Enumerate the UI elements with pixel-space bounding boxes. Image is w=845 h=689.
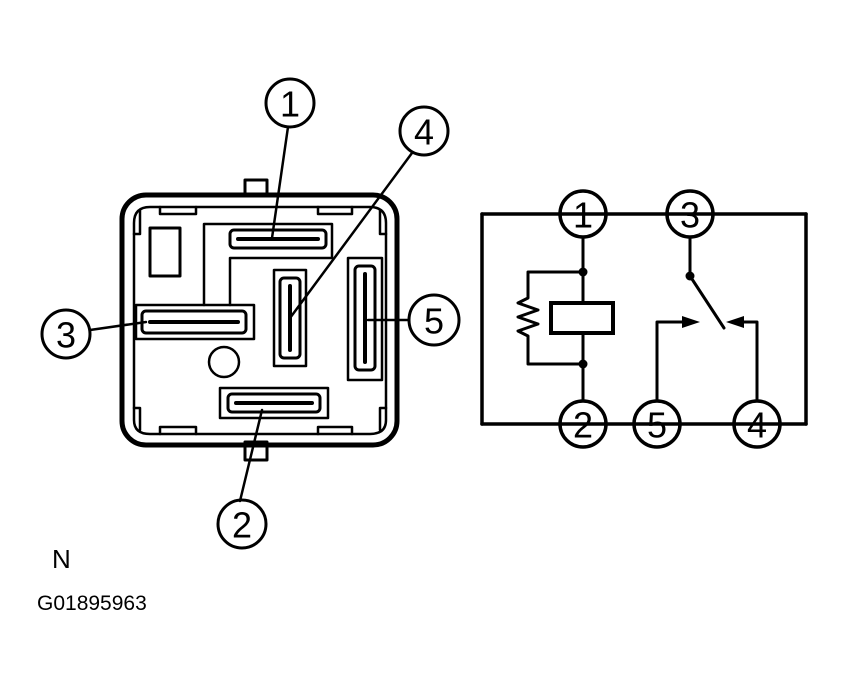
schematic-pin-1: 1: [558, 189, 608, 239]
relay-key-block: [148, 226, 182, 278]
schematic-pin-5: 5: [632, 399, 682, 449]
relay-notch: [132, 406, 142, 432]
terminal-2-blade: [226, 392, 322, 414]
terminal-4-housing: [272, 268, 308, 368]
schematic-pin-label: 5: [647, 405, 667, 446]
terminal-housing: [202, 222, 334, 307]
schematic-pin-2: 2: [558, 399, 608, 449]
leader-line-3: [88, 320, 148, 332]
relay-notch: [316, 205, 354, 216]
relay-notch: [158, 425, 198, 436]
contact-5-wire: [655, 320, 688, 402]
pin-callout-label: 3: [56, 315, 76, 356]
relay-schematic: 1 3 2 5 4: [480, 189, 808, 449]
pin-callout-3: 3: [40, 308, 92, 360]
switch-blade: [688, 274, 726, 330]
view-letter: N: [52, 544, 71, 574]
schematic-pin-label: 4: [747, 405, 767, 446]
terminal-2-housing: [218, 386, 330, 420]
leader-line-2: [238, 408, 264, 503]
relay-body-inner: [132, 205, 388, 436]
relay-notch: [378, 406, 388, 432]
resistor-branch: [516, 270, 585, 366]
pin-callout-label: 4: [414, 112, 434, 153]
relay-notch: [316, 425, 354, 436]
terminal-3-housing: [134, 303, 256, 341]
terminal-5-blade: [353, 264, 377, 372]
contact-4-arrow: [726, 316, 744, 328]
pin-callout-label: 1: [280, 84, 300, 125]
figure-code: G01895963: [37, 592, 147, 615]
terminal-4-blade: [278, 276, 302, 360]
leader-line-4: [288, 151, 414, 320]
schematic-pin-4: 4: [732, 399, 782, 449]
relay-notch: [158, 205, 198, 216]
relay-coil: [549, 301, 615, 335]
pin-callout-5: 5: [407, 293, 461, 347]
contact-5-arrow: [682, 316, 700, 328]
pin-callout-2: 2: [216, 498, 268, 550]
schematic-pin-label: 1: [573, 195, 593, 236]
schematic-pin-label: 3: [680, 195, 700, 236]
pin-callout-4: 4: [398, 105, 450, 157]
contact-4-wire: [738, 320, 759, 402]
relay-round-key: [207, 345, 241, 379]
relay-connector-face: 1 4 3 5 2: [40, 77, 461, 550]
pin-callout-1: 1: [264, 77, 316, 129]
terminal-1-blade: [228, 228, 328, 250]
pin-callout-label: 2: [232, 505, 252, 546]
leader-line-1: [270, 125, 290, 240]
pin-callout-label: 5: [424, 301, 444, 342]
schematic-pin-label: 2: [573, 405, 593, 446]
relay-bottom-tab: [243, 440, 269, 462]
schematic-pin-3: 3: [665, 189, 715, 239]
relay-notch: [132, 208, 142, 236]
relay-notch: [378, 208, 388, 236]
